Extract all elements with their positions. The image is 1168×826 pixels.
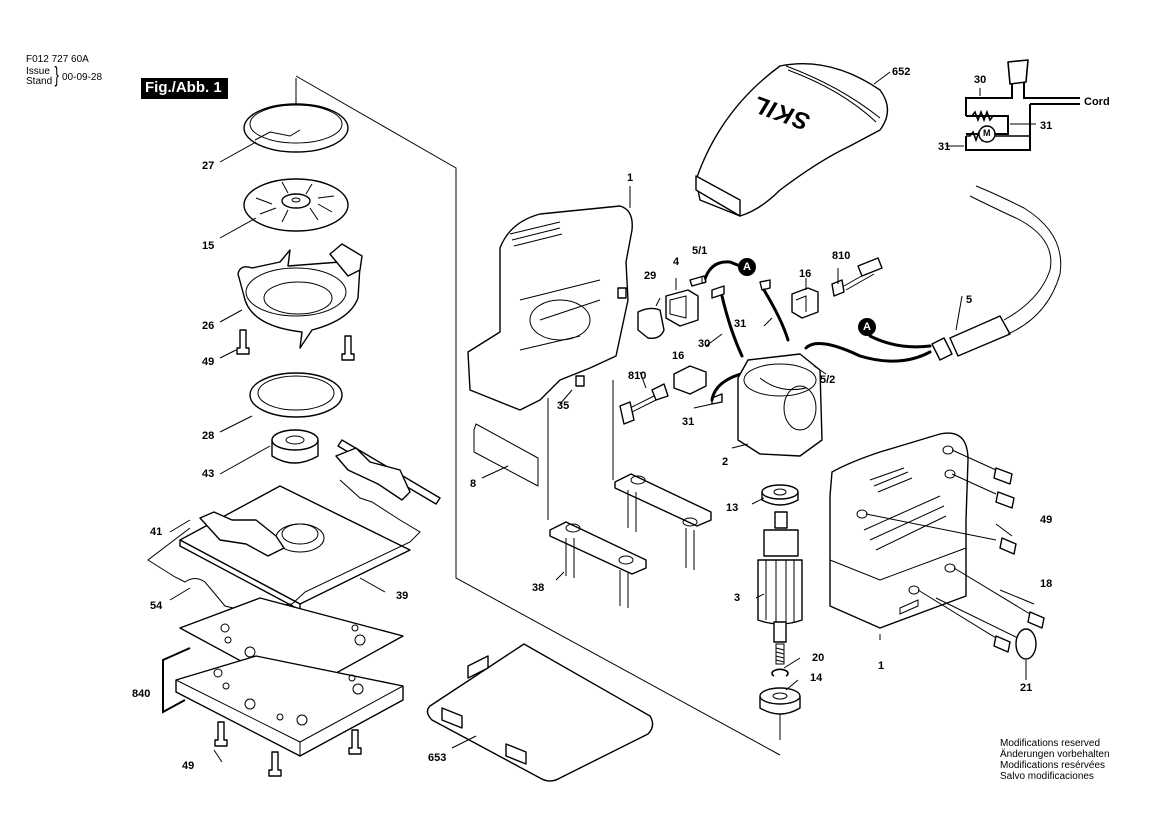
part-label-41: 41	[150, 526, 163, 538]
part-840-sanding-pad-set	[162, 597, 404, 757]
part-label-14: 14	[810, 672, 823, 684]
part-label-13: 13	[726, 502, 739, 514]
part-54-wire-clip	[147, 479, 421, 613]
internal-wiring	[689, 260, 932, 405]
part-26-fan-housing	[237, 243, 363, 349]
part-label-49-right: 49	[1040, 514, 1053, 526]
leader-lines	[169, 71, 1035, 763]
part-label-30: 30	[698, 338, 711, 350]
part-label-39: 39	[396, 590, 409, 602]
part-label-1-top: 1	[627, 172, 634, 184]
part-5-power-cord	[931, 185, 1062, 361]
part-label-31-upper: 31	[734, 318, 747, 330]
part-label-35: 35	[557, 400, 570, 412]
part-label-54: 54	[150, 600, 163, 612]
part-label-26: 26	[202, 320, 215, 332]
part-label-4: 4	[673, 256, 680, 268]
brace-symbol: }	[54, 62, 59, 87]
part-16-brush-holder-lower	[673, 365, 707, 395]
part-41-clamp-lever	[335, 439, 441, 505]
schematic-label-30: 30	[974, 74, 987, 86]
part-label-1-bottom: 1	[878, 660, 885, 672]
part-20-circlip	[771, 668, 789, 677]
part-label-31-lower: 31	[682, 416, 695, 428]
part-label-38: 38	[532, 582, 545, 594]
part-43-bearing	[271, 429, 319, 464]
document-number: F012 727 60A	[26, 54, 89, 65]
part-label-2: 2	[722, 456, 729, 468]
part-810-carbon-brush-lower	[619, 383, 669, 425]
part-label-840: 840	[132, 688, 151, 700]
part-label-49-lower: 49	[182, 760, 195, 772]
part-label-49-upper: 49	[202, 356, 215, 368]
notice-line-es: Salvo modificaciones	[1000, 771, 1094, 782]
part-49-screws-upper	[236, 329, 355, 361]
part-3-armature	[757, 511, 803, 665]
stand-label: Stand	[26, 76, 53, 87]
part-652-dust-cover	[695, 63, 889, 217]
part-4-switch	[665, 289, 699, 327]
notice-line-fr: Modifications resérvées	[1000, 760, 1106, 771]
part-14-bearing	[759, 687, 801, 715]
part-label-5-2: 5/2	[820, 374, 836, 386]
part-label-28: 28	[202, 430, 215, 442]
part-8-nameplate	[473, 423, 539, 487]
wiring-schematic	[946, 59, 1080, 151]
part-label-653: 653	[428, 752, 447, 764]
schematic-label-31-right: 31	[1040, 120, 1053, 132]
part-28-seal-ring	[249, 372, 343, 418]
part-16-brush-holder-upper	[791, 287, 819, 319]
figure-badge: Fig./Abb. 1	[141, 78, 228, 99]
part-1-housing-left	[467, 205, 633, 411]
part-label-652: 652	[892, 66, 911, 78]
part-653-pad-plate	[426, 643, 654, 782]
part-2-stator	[737, 353, 823, 457]
part-label-3: 3	[734, 592, 741, 604]
part-label-16-lower: 16	[672, 350, 685, 362]
issue-date: 00-09-28	[62, 72, 103, 83]
part-label-21: 21	[1020, 682, 1033, 694]
connector-marker-a-lower: A	[858, 318, 876, 336]
part-27-fan-cover-ring	[243, 103, 349, 153]
schematic-label-cord: Cord	[1084, 96, 1110, 108]
part-810-carbon-brush-upper	[831, 257, 883, 297]
schematic-label-31-left: 31	[938, 141, 951, 153]
part-29-switch-cap	[637, 307, 665, 340]
part-label-5-1: 5/1	[692, 245, 708, 257]
part-21-cap	[935, 597, 1037, 660]
part-label-810-upper: 810	[832, 250, 851, 262]
notice-line-en: Modifications reserved	[1000, 738, 1101, 749]
part-label-16-upper: 16	[799, 268, 812, 280]
part-38-mounting-brackets	[549, 473, 712, 608]
part-label-18: 18	[1040, 578, 1053, 590]
modifications-notice: Modifications reserved Änderungen vorbeh…	[1000, 738, 1110, 782]
assembly-guide-lines	[295, 75, 781, 756]
part-49-screws-lower	[214, 721, 362, 777]
part-15-fan	[243, 178, 349, 232]
connector-marker-a-upper: A	[738, 258, 756, 276]
issue-label: Issue	[26, 66, 50, 77]
part-label-15: 15	[202, 240, 215, 252]
part-label-20: 20	[812, 652, 825, 664]
part-13-bearing	[761, 484, 799, 506]
notice-line-de: Änderungen vorbehalten	[1000, 749, 1110, 760]
part-label-5: 5	[966, 294, 973, 306]
issue-block: Issue Stand } 00-09-28 Fig./Abb. 1	[26, 62, 228, 99]
part-label-27: 27	[202, 160, 215, 172]
part-label-29: 29	[644, 270, 657, 282]
part-label-810-lower: 810	[628, 370, 647, 382]
part-label-8: 8	[470, 478, 477, 490]
part-1-housing-right	[829, 432, 969, 629]
part-49-18-housing-screws	[865, 449, 1045, 653]
motor-symbol-label: M	[983, 128, 991, 138]
part-label-43: 43	[202, 468, 215, 480]
